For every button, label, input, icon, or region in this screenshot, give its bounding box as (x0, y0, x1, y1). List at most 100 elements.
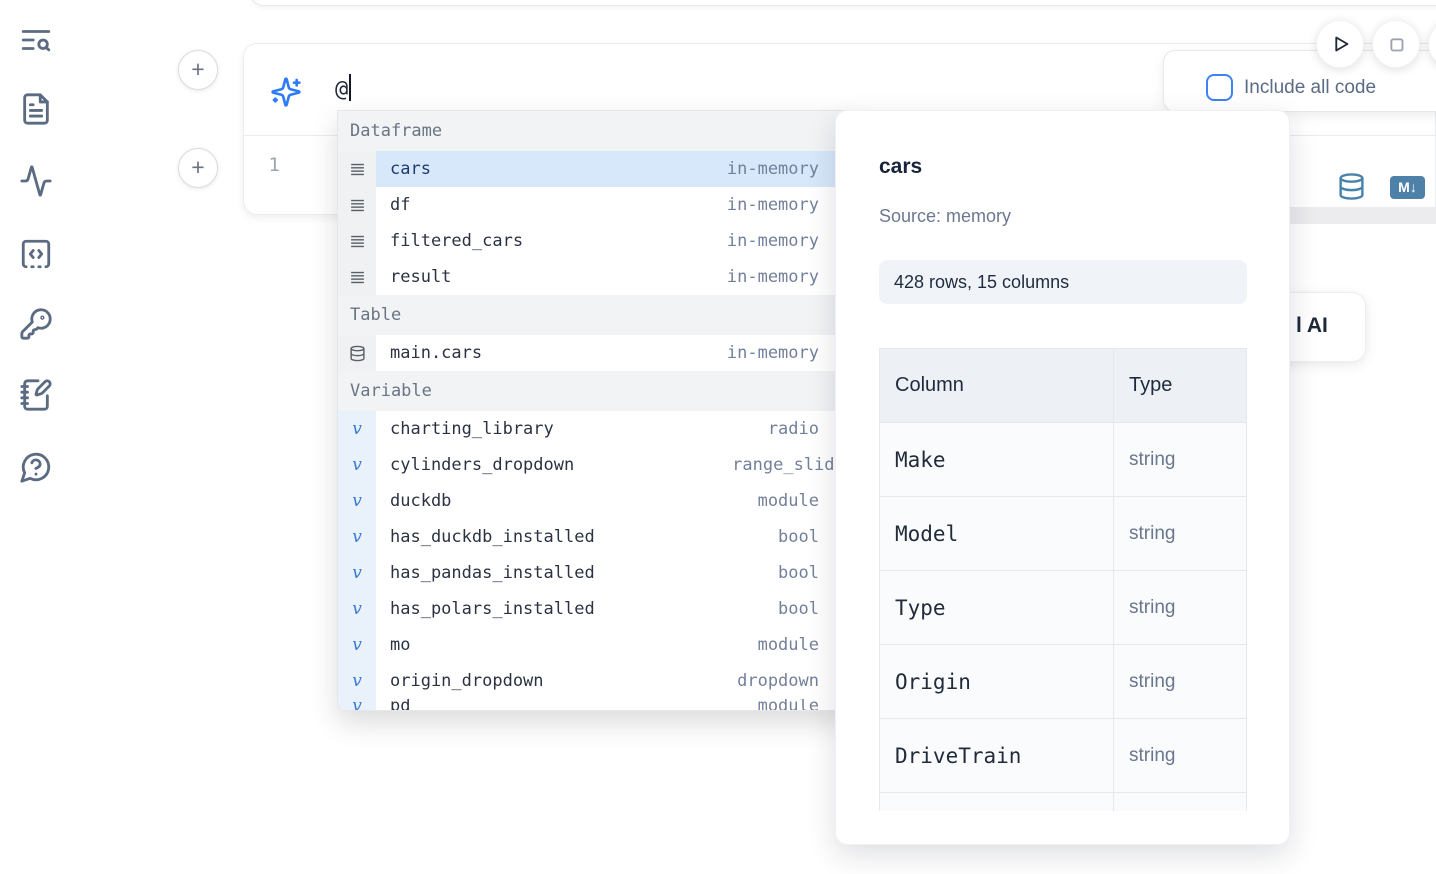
autocomplete-item-body: origin_dropdown dropdown (376, 663, 851, 699)
variable-icon: v (338, 519, 376, 555)
schema-header-cell: Column (879, 348, 1114, 423)
schema-column-type (1113, 792, 1247, 811)
completion-type: dropdown (737, 671, 819, 691)
text-cursor (349, 74, 352, 101)
variable-icon: v (338, 555, 376, 591)
completion-name: has_polars_installed (390, 599, 595, 619)
database-icon[interactable] (1337, 172, 1366, 201)
code-square-icon[interactable] (19, 237, 53, 271)
completion-name: filtered_cars (390, 231, 524, 251)
autocomplete-item-body: mo module (376, 627, 851, 663)
run-button[interactable] (1316, 20, 1364, 68)
completion-type: in-memory (726, 267, 819, 287)
schema-column-name (879, 792, 1114, 811)
schema-column-type: string (1113, 422, 1247, 497)
completion-name: cars (390, 159, 431, 179)
completion-type: bool (778, 527, 819, 547)
autocomplete-item[interactable]: filtered_cars in-memory (338, 223, 851, 259)
autocomplete-item[interactable]: v has_duckdb_installed bool (338, 519, 851, 555)
rows-icon (338, 151, 376, 187)
variable-icon: v (338, 699, 376, 710)
schema-column-type: string (1113, 718, 1247, 793)
ai-prompt-input[interactable]: @ (335, 74, 352, 102)
autocomplete-item-body: filtered_cars in-memory (376, 223, 851, 259)
variable-icon: v (338, 591, 376, 627)
activity-icon[interactable] (19, 164, 53, 198)
completion-type: module (757, 491, 819, 511)
autocomplete-item-body: pd module (376, 699, 851, 711)
variable-icon: v (338, 483, 376, 519)
rows-icon (338, 223, 376, 259)
markdown-export-icon[interactable]: M↓ (1390, 176, 1425, 199)
autocomplete-item-body: cylinders_dropdown range_slider (376, 447, 851, 483)
schema-column-type: string (1113, 570, 1247, 645)
completion-type: module (757, 635, 819, 655)
notebook-pen-icon[interactable] (19, 378, 53, 412)
schema-column-type: string (1113, 644, 1247, 719)
autocomplete-item-body: charting_library radio (376, 411, 851, 447)
completion-name: cylinders_dropdown (390, 455, 575, 475)
include-all-code-checkbox[interactable] (1206, 74, 1233, 101)
autocomplete-item[interactable]: v charting_library radio (338, 411, 851, 447)
completion-name: mo (390, 635, 411, 655)
completion-type: radio (767, 419, 819, 439)
text-search-icon[interactable] (19, 23, 53, 57)
schema-column-name: Make (879, 422, 1114, 497)
add-cell-below-button[interactable]: + (178, 148, 218, 188)
autocomplete-item[interactable]: v pd module (338, 699, 851, 711)
schema-header-cell: Type (1113, 348, 1247, 423)
completion-name: main.cars (390, 343, 483, 363)
autocomplete-item[interactable]: cars in-memory (338, 151, 851, 187)
completion-type: module (757, 699, 819, 711)
add-cell-above-button[interactable]: + (178, 50, 218, 90)
include-all-code-label: Include all code (1244, 77, 1377, 98)
help-bubble-icon[interactable] (19, 450, 53, 484)
schema-column-name: Origin (879, 644, 1114, 719)
completion-type: in-memory (726, 231, 819, 251)
completion-name: has_duckdb_installed (390, 527, 595, 547)
stop-button[interactable] (1372, 20, 1420, 68)
completion-detail-panel: cars Source: memory 428 rows, 15 columns… (835, 110, 1290, 845)
ai-action-label: l AI (1296, 314, 1328, 337)
panel-title: cars (879, 155, 923, 178)
variable-icon: v (338, 411, 376, 447)
schema-column-name: Model (879, 496, 1114, 571)
completion-name: origin_dropdown (390, 671, 544, 691)
file-text-icon[interactable] (19, 92, 53, 126)
completion-type: range_slider (732, 455, 852, 475)
rows-icon (338, 187, 376, 223)
variable-icon: v (338, 627, 376, 663)
line-number: 1 (268, 154, 280, 176)
autocomplete-section-header: Variable (338, 371, 851, 411)
schema-row (879, 792, 1247, 811)
completion-type: in-memory (726, 159, 819, 179)
cell-console-strip (1290, 207, 1436, 224)
shape-badge: 428 rows, 15 columns (879, 260, 1247, 304)
database-icon (338, 335, 376, 371)
completion-name: pd (390, 699, 411, 711)
completion-name: charting_library (390, 419, 554, 439)
schema-column-name: DriveTrain (879, 718, 1114, 793)
key-icon[interactable] (19, 307, 53, 341)
